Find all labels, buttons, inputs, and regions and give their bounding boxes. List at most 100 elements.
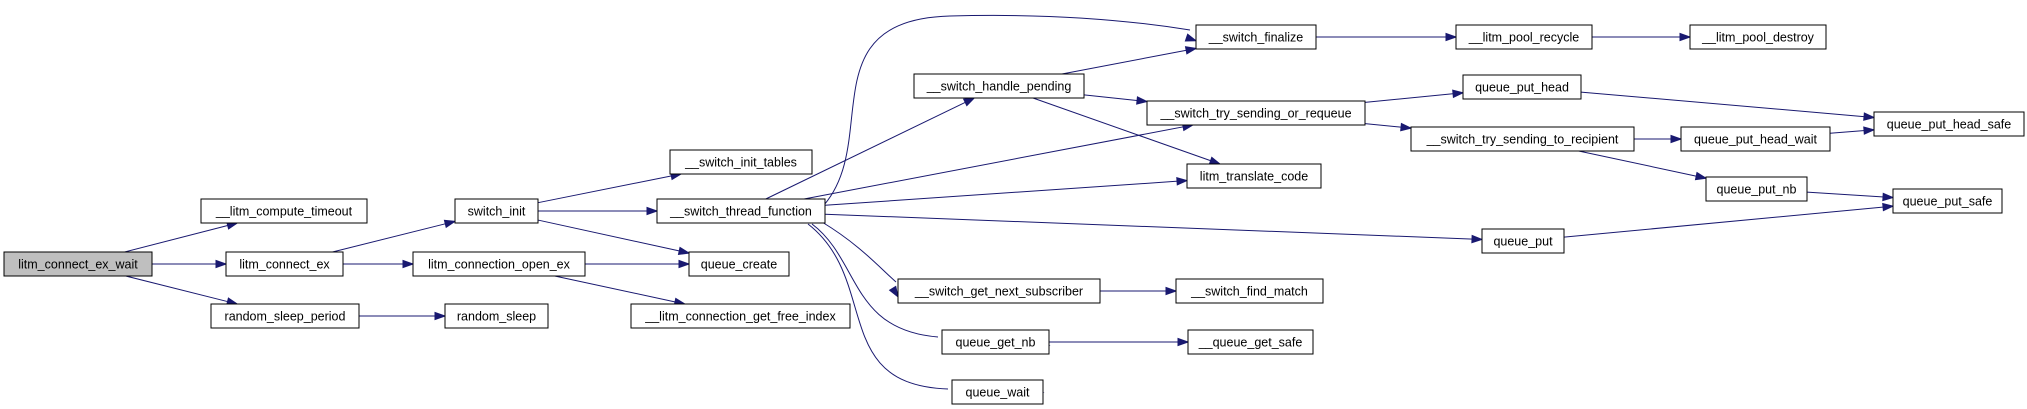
edge-litm-connect-ex-to-litm-connection-open-ex bbox=[343, 259, 415, 269]
node-litm-pool-recycle[interactable]: __litm_pool_recycle bbox=[1455, 24, 1593, 50]
node-switch-try-sending-or-requeue[interactable]: __switch_try_sending_or_requeue bbox=[1146, 100, 1366, 126]
node-label: litm_connection_open_ex bbox=[428, 258, 571, 272]
node-box bbox=[200, 198, 368, 224]
edge-switch-thread-function-to-queue-put bbox=[824, 213, 1484, 244]
node-switch-finalize[interactable]: __switch_finalize bbox=[1195, 24, 1317, 50]
node-switch-init-tables[interactable]: __switch_init_tables bbox=[669, 149, 813, 175]
node-queue-put-head-wait[interactable]: queue_put_head_wait bbox=[1680, 126, 1831, 152]
edge-litm-connect-ex-wait-to-litm-connect-ex bbox=[152, 259, 228, 269]
arrowhead bbox=[646, 206, 659, 216]
edge-line bbox=[765, 101, 967, 200]
edge-line bbox=[1578, 150, 1698, 177]
edge-switch-try-sending-to-recipient-to-queue-put-head-wait bbox=[1634, 134, 1683, 144]
edge-switch-try-sending-or-requeue-to-switch-try-sending-to-recipient bbox=[1364, 122, 1413, 132]
node-queue-put-safe[interactable]: queue_put_safe bbox=[1892, 188, 2003, 214]
node-box bbox=[669, 149, 813, 175]
arrowhead bbox=[1694, 171, 1708, 181]
node-box bbox=[1462, 74, 1582, 100]
edge-line bbox=[1083, 94, 1139, 102]
node-box bbox=[897, 278, 1101, 304]
node-label: __switch_thread_function bbox=[669, 205, 812, 219]
node-litm-connection-open-ex[interactable]: litm_connection_open_ex bbox=[412, 251, 586, 277]
node-switch-handle-pending[interactable]: __switch_handle_pending bbox=[913, 73, 1085, 99]
node-queue-get-safe[interactable]: __queue_get_safe bbox=[1187, 329, 1314, 355]
node-queue-wait[interactable]: queue_wait bbox=[951, 379, 1044, 405]
arrowhead bbox=[1863, 112, 1876, 121]
edge-litm-connect-ex-wait-to-random-sleep-period bbox=[125, 275, 239, 306]
edge-line bbox=[332, 223, 447, 253]
edge-line bbox=[1364, 123, 1403, 128]
edge-line bbox=[554, 275, 677, 303]
arrowhead bbox=[1863, 126, 1876, 135]
node-switch-thread-function[interactable]: __switch_thread_function bbox=[656, 198, 826, 224]
node-litm-connection-get-free-index[interactable]: __litm_connection_get_free_index bbox=[630, 303, 851, 329]
arrowhead bbox=[1882, 202, 1895, 212]
node-box bbox=[656, 198, 826, 224]
node-box bbox=[1689, 24, 1827, 50]
node-box bbox=[1195, 24, 1317, 50]
node-label: litm_connect_ex bbox=[239, 258, 330, 272]
node-box bbox=[951, 379, 1044, 405]
arrowhead bbox=[1184, 33, 1198, 42]
node-box bbox=[1410, 126, 1635, 152]
node-box bbox=[1146, 100, 1366, 126]
edge-switch-try-sending-or-requeue-to-queue-put-head bbox=[1364, 89, 1465, 103]
node-switch-find-match[interactable]: __switch_find_match bbox=[1175, 278, 1324, 304]
edge-line bbox=[1032, 97, 1212, 162]
arrowhead bbox=[962, 97, 976, 107]
edge-line bbox=[807, 223, 949, 390]
node-box bbox=[3, 251, 153, 277]
edge-switch-thread-function-to-switch-try-sending-or-requeue bbox=[803, 122, 1195, 200]
edge-random-sleep-period-to-random-sleep bbox=[359, 311, 447, 321]
node-litm-connect-ex-wait[interactable]: litm_connect_ex_wait bbox=[3, 251, 153, 277]
node-switch-try-sending-to-recipient[interactable]: __switch_try_sending_to_recipient bbox=[1410, 126, 1635, 152]
node-queue-put[interactable]: queue_put bbox=[1481, 228, 1565, 254]
node-label: queue_get_nb bbox=[956, 336, 1036, 350]
node-queue-put-nb[interactable]: queue_put_nb bbox=[1705, 176, 1808, 202]
edge-litm-connect-ex-wait-to-litm-compute-timeout bbox=[124, 221, 239, 253]
node-random-sleep-period[interactable]: random_sleep_period bbox=[210, 303, 360, 329]
node-queue-put-head[interactable]: queue_put_head bbox=[1462, 74, 1582, 100]
node-box bbox=[454, 198, 539, 224]
node-box bbox=[1186, 163, 1322, 189]
node-label: queue_put_head_wait bbox=[1694, 133, 1818, 147]
node-queue-get-nb[interactable]: queue_get_nb bbox=[941, 329, 1050, 355]
node-box bbox=[1455, 24, 1593, 50]
node-litm-compute-timeout[interactable]: __litm_compute_timeout bbox=[200, 198, 368, 224]
node-queue-create[interactable]: queue_create bbox=[688, 251, 790, 277]
edge-line bbox=[124, 224, 229, 253]
node-random-sleep[interactable]: random_sleep bbox=[444, 303, 549, 329]
edge-line bbox=[824, 180, 1179, 206]
edge-line bbox=[821, 221, 897, 283]
edge-queue-put-nb-to-queue-put-safe bbox=[1806, 191, 1895, 202]
node-label: __queue_get_safe bbox=[1198, 336, 1303, 350]
node-label: queue_put_nb bbox=[1717, 183, 1797, 197]
edge-queue-put-to-queue-put-safe bbox=[1563, 202, 1895, 238]
arrowhead bbox=[443, 219, 457, 229]
node-label: litm_connect_ex_wait bbox=[18, 258, 138, 272]
node-litm-connect-ex[interactable]: litm_connect_ex bbox=[225, 251, 344, 277]
edge-litm-pool-recycle-to-litm-pool-destroy bbox=[1592, 32, 1692, 42]
node-layer: litm_connect_ex_wait __litm_compute_timeo… bbox=[3, 24, 2025, 405]
edge-line bbox=[1806, 191, 1885, 198]
node-box bbox=[1481, 228, 1565, 254]
edge-queue-put-head-to-queue-put-head-safe bbox=[1580, 91, 1876, 121]
node-litm-pool-destroy[interactable]: __litm_pool_destroy bbox=[1689, 24, 1827, 50]
arrowhead bbox=[1184, 46, 1198, 55]
edge-switch-thread-function-to-switch-get-next-subscriber bbox=[821, 221, 899, 299]
arrowhead bbox=[1670, 134, 1683, 144]
node-box bbox=[913, 73, 1085, 99]
node-label: __litm_pool_recycle bbox=[1468, 31, 1580, 45]
node-label: __switch_handle_pending bbox=[926, 80, 1072, 94]
node-switch-init[interactable]: switch_init bbox=[454, 198, 539, 224]
edge-queue-get-nb-to-queue-get-safe bbox=[1049, 337, 1190, 347]
arrowhead bbox=[888, 285, 899, 299]
node-label: random_sleep bbox=[457, 310, 536, 324]
node-litm-translate-code[interactable]: litm_translate_code bbox=[1186, 163, 1322, 189]
node-box bbox=[412, 251, 586, 277]
edge-switch-init-to-switch-init-tables bbox=[537, 171, 683, 204]
node-queue-put-head-safe[interactable]: queue_put_head_safe bbox=[1873, 111, 2025, 137]
node-box bbox=[1187, 329, 1314, 355]
node-label: __switch_try_sending_to_recipient bbox=[1426, 133, 1619, 147]
node-switch-get-next-subscriber[interactable]: __switch_get_next_subscriber bbox=[897, 278, 1101, 304]
